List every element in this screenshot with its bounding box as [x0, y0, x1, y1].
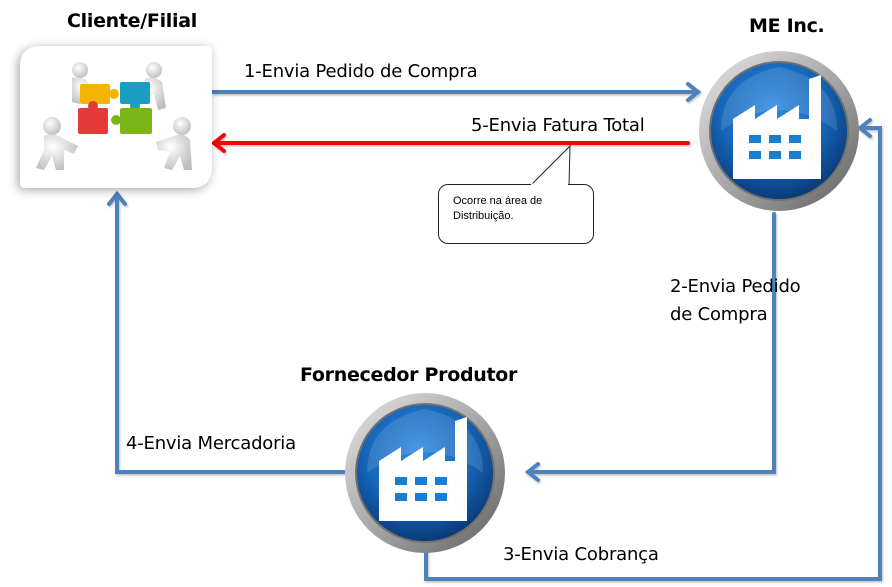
flow-label-step3: 3-Envia Cobrança — [503, 544, 659, 565]
factory-icon — [345, 393, 505, 553]
arrow-step3 — [424, 118, 882, 581]
puzzle-team-icon — [36, 62, 192, 170]
arrow-step5 — [210, 133, 690, 153]
flow-label-step4: 4-Envia Mercadoria — [126, 433, 296, 454]
client-node — [20, 46, 212, 188]
me-inc-title: ME Inc. — [749, 15, 825, 37]
arrow-step2 — [524, 212, 776, 482]
flow-label-step5: 5-Envia Fatura Total — [471, 115, 645, 136]
me-inc-node — [697, 49, 861, 218]
flow-label-step2-line2: de Compra — [670, 304, 768, 325]
arrow-step1 — [211, 82, 702, 102]
callout-note: Ocorre na área de Distribuição. — [438, 184, 594, 244]
callout-line1: Ocorre na área de — [453, 195, 543, 207]
supplier-node — [343, 391, 507, 560]
factory-icon — [699, 51, 859, 211]
supplier-title: Fornecedor Produtor — [300, 364, 518, 386]
flow-label-step2-line1: 2-Envia Pedido — [670, 276, 801, 297]
arrow-step4 — [107, 190, 346, 474]
client-title: Cliente/Filial — [67, 10, 197, 32]
callout-line2: Distribuição. — [453, 210, 514, 222]
flow-label-step1: 1-Envia Pedido de Compra — [244, 61, 478, 82]
